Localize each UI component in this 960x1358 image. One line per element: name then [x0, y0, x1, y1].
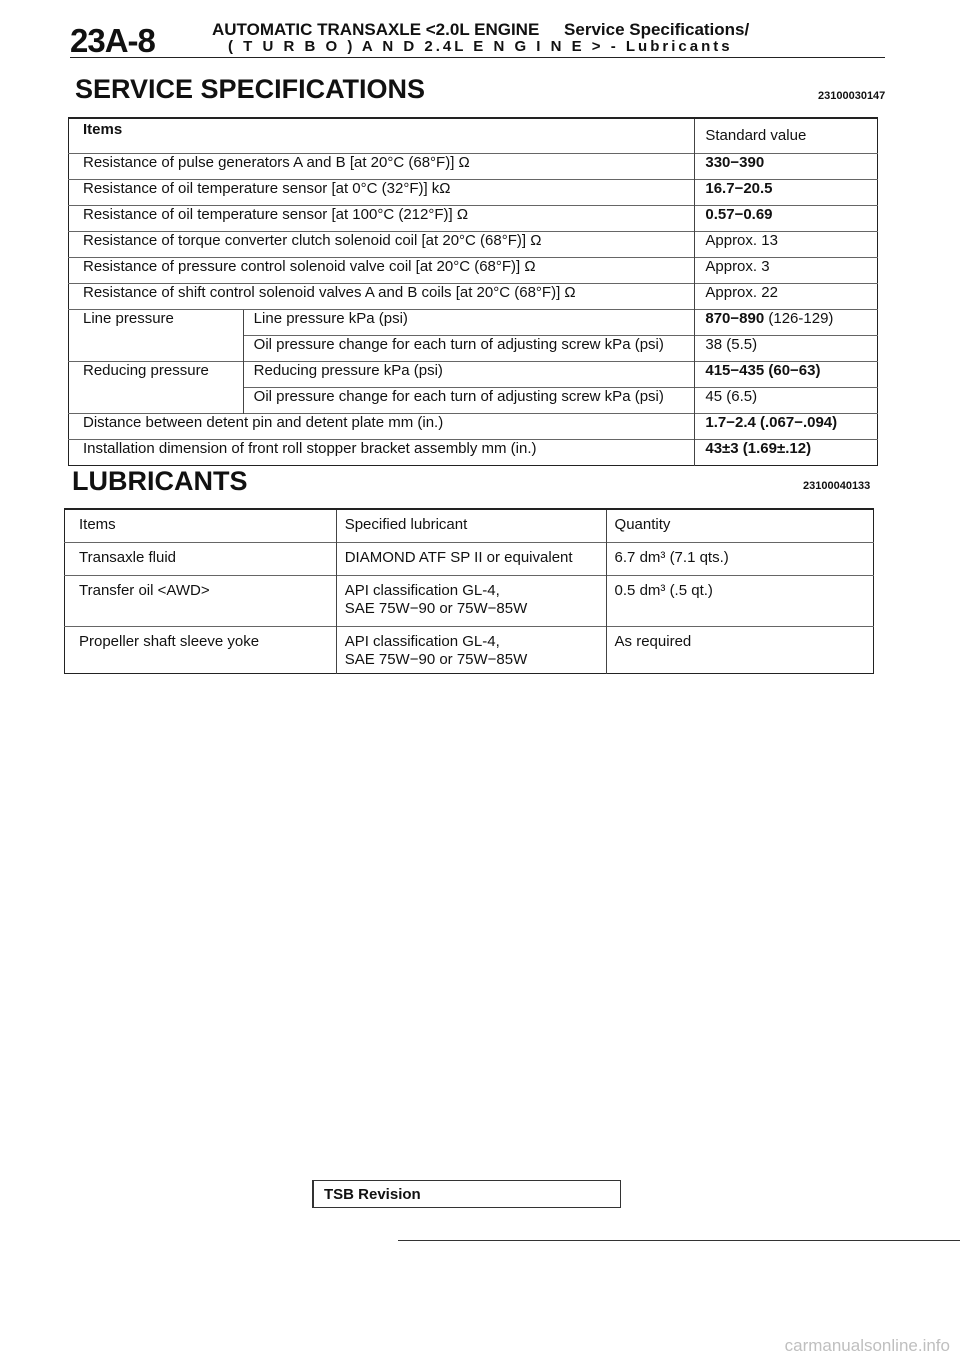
spec-value-paren: (126-129) — [768, 310, 834, 327]
table-row: Resistance of oil temperature sensor [at… — [68, 205, 878, 232]
spec-value-main: 870−890 — [705, 310, 765, 327]
table-row: Resistance of oil temperature sensor [at… — [68, 179, 878, 206]
table-row: Oil pressure change for each turn of adj… — [69, 335, 878, 362]
spec-value: Approx. 3 — [694, 257, 878, 284]
spec-item: Distance between detent pin and detent p… — [68, 413, 695, 440]
table-row: Oil pressure change for each turn of adj… — [69, 387, 878, 414]
spec-subitem: Oil pressure change for each turn of adj… — [242, 335, 695, 362]
spec-value: 330−390 — [694, 153, 878, 180]
lubricant-item: Transfer oil <AWD> — [64, 575, 337, 627]
column-header-specified-lubricant: Specified lubricant — [335, 509, 607, 543]
spec-value: 415−435 (60−63) — [694, 361, 878, 388]
table-header-row: Items Standard value — [69, 118, 878, 154]
spec-value: 16.7−20.5 — [694, 179, 878, 206]
spec-value: 870−890 (126-129) — [694, 309, 878, 336]
header-title-line2: ( T U R B O ) A N D 2.4L E N G I N E > -… — [228, 38, 733, 55]
table-row: Reducing pressure Reducing pressure kPa … — [68, 361, 878, 414]
spec-subitem: Reducing pressure kPa (psi) — [242, 361, 695, 388]
spec-value: 38 (5.5) — [694, 335, 878, 362]
lubricant-item: Transaxle fluid — [64, 542, 337, 576]
lubricant-spec-line2: SAE 75W−90 or 75W−85W — [344, 600, 528, 617]
table-row: Transfer oil <AWD> API classification GL… — [64, 575, 874, 627]
lubricant-quantity: 0.5 dm³ (.5 qt.) — [605, 575, 874, 627]
table-row: Resistance of pulse generators A and B [… — [68, 153, 878, 180]
spec-item: Resistance of torque converter clutch so… — [68, 231, 695, 258]
table-row: Propeller shaft sleeve yoke API classifi… — [64, 626, 874, 674]
lubricant-quantity: 6.7 dm³ (7.1 qts.) — [605, 542, 874, 576]
spec-subitem: Line pressure kPa (psi) — [242, 309, 695, 336]
service-specifications-code: 23100030147 — [818, 90, 886, 102]
tsb-revision-label: TSB Revision — [324, 1186, 421, 1203]
lubricant-spec-line1: API classification GL-4, — [344, 582, 500, 599]
spec-value: 1.7−2.4 (.067−.094) — [694, 413, 878, 440]
table-row: Resistance of pressure control solenoid … — [68, 257, 878, 284]
header-title-line1: AUTOMATIC TRANSAXLE <2.0L ENGINE Service… — [212, 20, 749, 40]
spec-item: Installation dimension of front roll sto… — [68, 439, 695, 466]
spec-value: 45 (6.5) — [694, 387, 878, 414]
service-specifications-title: SERVICE SPECIFICATIONS — [75, 74, 426, 104]
spec-item: Resistance of pressure control solenoid … — [68, 257, 695, 284]
header-rule — [70, 57, 885, 58]
column-header-items: Items — [83, 121, 123, 138]
lubricants-code: 23100040133 — [803, 480, 871, 492]
service-specifications-table: Items Standard value Resistance of pulse… — [68, 117, 878, 466]
lubricant-spec-line2: SAE 75W−90 or 75W−85W — [344, 651, 528, 668]
table-row: Resistance of shift control solenoid val… — [68, 283, 878, 310]
table-row: Resistance of torque converter clutch so… — [68, 231, 878, 258]
lubricant-spec: API classification GL-4,SAE 75W−90 or 75… — [335, 575, 607, 627]
table-row: Transaxle fluid DIAMOND ATF SP II or equ… — [64, 542, 874, 576]
lubricant-item: Propeller shaft sleeve yoke — [64, 626, 337, 674]
spec-group-line-pressure: Line pressure — [68, 309, 244, 362]
lubricant-spec: API classification GL-4,SAE 75W−90 or 75… — [335, 626, 607, 674]
column-header-standard-value: Standard value — [694, 118, 878, 154]
header-title-left: AUTOMATIC TRANSAXLE <2.0L ENGINE — [212, 20, 540, 39]
lubricant-spec: DIAMOND ATF SP II or equivalent — [335, 542, 607, 576]
spec-item: Resistance of shift control solenoid val… — [68, 283, 695, 310]
header-title-right: Service Specifications/ — [564, 20, 750, 39]
lubricants-title: LUBRICANTS — [72, 466, 248, 496]
spec-item: Resistance of oil temperature sensor [at… — [68, 205, 695, 232]
spec-subitem: Oil pressure change for each turn of adj… — [242, 387, 695, 414]
footer-rule — [398, 1240, 960, 1241]
table-row: Line pressure Line pressure kPa (psi) 87… — [68, 309, 878, 362]
column-header-items: Items — [79, 516, 116, 533]
lubricant-quantity: As required — [605, 626, 874, 674]
table-row: Distance between detent pin and detent p… — [68, 413, 878, 440]
lubricant-spec-line1: API classification GL-4, — [344, 633, 500, 650]
spec-value: Approx. 22 — [694, 283, 878, 310]
spec-item: Resistance of oil temperature sensor [at… — [68, 179, 695, 206]
table-header-row: Items Specified lubricant Quantity — [65, 509, 874, 543]
spec-group-reducing-pressure: Reducing pressure — [68, 361, 244, 414]
spec-value: 0.57−0.69 — [694, 205, 878, 232]
table-row: Installation dimension of front roll sto… — [68, 439, 878, 466]
page-number: 23A-8 — [70, 22, 156, 59]
spec-item: Resistance of pulse generators A and B [… — [68, 153, 695, 180]
watermark-link[interactable]: carmanualsonline.info — [784, 1336, 950, 1355]
column-header-quantity: Quantity — [605, 509, 874, 543]
spec-value: 43±3 (1.69±.12) — [694, 439, 878, 466]
spec-value: Approx. 13 — [694, 231, 878, 258]
tsb-revision-box: TSB Revision — [312, 1180, 621, 1208]
lubricants-table: Items Specified lubricant Quantity Trans… — [64, 508, 874, 674]
